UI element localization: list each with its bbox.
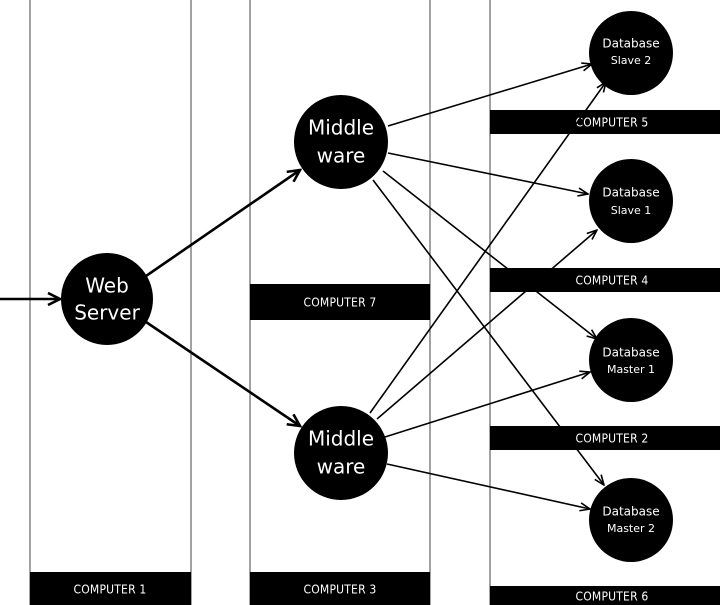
- edge-mw-bottom-to-slave1: [376, 230, 597, 420]
- db-slave1-label-line1: Database: [602, 186, 659, 200]
- computer-label-3: COMPUTER 3: [250, 572, 430, 605]
- db-slave2-label-line1: Database: [602, 37, 659, 51]
- computer-label-2-text: COMPUTER 2: [576, 432, 649, 446]
- node-web-server: Web Server: [61, 253, 153, 345]
- computer-label-3-text: COMPUTER 3: [304, 583, 377, 597]
- computer-label-6-text: COMPUTER 6: [576, 590, 649, 604]
- node-database-master-1: Database Master 1: [589, 318, 673, 402]
- computer-label-7: COMPUTER 7: [250, 284, 430, 320]
- edge-mw-bottom-to-slave2: [369, 82, 606, 414]
- computer-label-6: COMPUTER 6: [490, 586, 720, 605]
- computer-label-1-text: COMPUTER 1: [74, 583, 147, 597]
- db-master1-label-line1: Database: [602, 346, 659, 360]
- edge-mw-top-to-master1: [382, 170, 597, 339]
- edge-web-server-to-middleware-bottom: [145, 320, 300, 426]
- edge-mw-top-to-slave2: [387, 64, 592, 127]
- node-middleware-bottom: Middle ware: [294, 406, 388, 500]
- computer-label-2: COMPUTER 2: [490, 426, 720, 450]
- computer-label-7-text: COMPUTER 7: [304, 296, 377, 310]
- web-server-label-line1: Web: [85, 274, 129, 298]
- computer-box-right: [489, 0, 491, 605]
- edge-web-server-to-middleware-top: [145, 170, 300, 278]
- computer-box-1: [29, 0, 192, 605]
- connections: [0, 64, 606, 509]
- computer-label-4: COMPUTER 4: [490, 268, 720, 292]
- node-database-master-2: Database Master 2: [589, 478, 673, 562]
- computer-label-4-text: COMPUTER 4: [576, 274, 649, 288]
- computer-label-5-text: COMPUTER 5: [576, 116, 649, 130]
- middleware-bottom-label-line1: Middle: [308, 427, 374, 451]
- db-slave2-label-line2: Slave 2: [611, 54, 652, 67]
- edge-mw-bottom-to-master1: [384, 372, 590, 438]
- node-database-slave-2: Database Slave 2: [589, 11, 673, 95]
- middleware-bottom-label-line2: ware: [317, 455, 366, 479]
- edge-mw-top-to-master2: [372, 179, 604, 485]
- web-server-label-line2: Server: [74, 301, 140, 325]
- db-master1-label-line2: Master 1: [607, 363, 655, 376]
- edge-mw-top-to-slave1: [387, 152, 588, 194]
- db-master2-label-line1: Database: [602, 505, 659, 519]
- computer-label-5: COMPUTER 5: [490, 110, 720, 134]
- middleware-top-label-line1: Middle: [308, 116, 374, 140]
- middleware-top-label-line2: ware: [317, 144, 366, 168]
- db-master2-label-line2: Master 2: [607, 522, 655, 535]
- computer-label-1: COMPUTER 1: [30, 572, 191, 605]
- edge-mw-bottom-to-master2: [386, 463, 590, 509]
- node-middleware-top: Middle ware: [294, 95, 388, 189]
- node-database-slave-1: Database Slave 1: [589, 159, 673, 243]
- db-slave1-label-line2: Slave 1: [611, 204, 652, 217]
